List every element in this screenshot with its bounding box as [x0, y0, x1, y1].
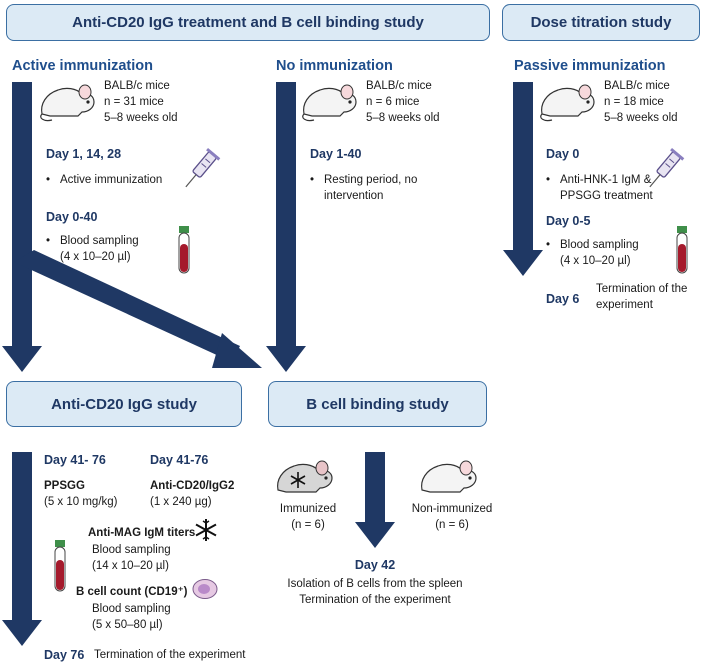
anti-cd20-study-title: Anti-CD20 IgG study	[51, 395, 197, 413]
passive-day-treatment: Day 0	[546, 147, 580, 161]
passive-termination-line2: experiment	[596, 299, 653, 311]
active-immunization-bullet: Active immunization	[46, 173, 162, 188]
mouse-icon	[40, 84, 95, 122]
passive-mice-strain: BALB/c mice	[604, 80, 670, 92]
blood-tube-icon	[54, 540, 66, 592]
none-day: Day 1-40	[310, 147, 362, 161]
bcell-day: Day 42	[354, 558, 396, 572]
antibody-icon	[195, 519, 217, 541]
passive-treatment-bullet: Anti-HNK-1 IgM &	[546, 173, 651, 188]
mouse-icon	[540, 84, 595, 122]
active-flow-arrow	[2, 82, 42, 372]
passive-termination-line1: Termination of the	[596, 283, 688, 295]
active-mice-strain: BALB/c mice	[104, 80, 170, 92]
passive-treatment-continuation: PPSGG treatment	[560, 190, 653, 202]
cd20-end-text: Termination of the experiment	[94, 649, 246, 661]
passive-flow-arrow	[503, 82, 543, 276]
cell-icon	[192, 579, 218, 599]
bcell-flow-arrow	[355, 452, 395, 548]
bcell-study-title: B cell binding study	[306, 395, 449, 413]
dose-study-header: Dose titration study	[502, 4, 700, 41]
dose-study-title: Dose titration study	[530, 14, 672, 31]
active-mice-age: 5–8 weeks old	[104, 112, 178, 124]
passive-sampling-volume: (4 x 10–20 µl)	[560, 255, 631, 267]
passive-immunization-title: Passive immunization	[514, 58, 666, 74]
blood-tube-icon	[676, 226, 688, 274]
cd20-day-left: Day 41- 76	[44, 453, 106, 467]
immunized-label: Immunized	[279, 503, 337, 515]
active-day-sampling: Day 0-40	[46, 210, 98, 224]
main-study-title: Anti-CD20 IgG treatment and B cell bindi…	[72, 14, 424, 31]
anti-mag-title: Anti-MAG IgM titers	[88, 527, 196, 539]
bcell-count-sampling: Blood sampling	[92, 603, 171, 615]
cd20-day-right: Day 41-76	[150, 453, 209, 467]
immunized-mouse-icon	[277, 460, 333, 493]
cd20-end-day: Day 76	[44, 648, 85, 662]
diagonal-flow-arrow	[14, 250, 262, 368]
passive-sampling-bullet: Blood sampling	[546, 238, 639, 253]
no-immunization-flow-arrow	[266, 82, 306, 372]
ppsgg-dose: (5 x 10 mg/kg)	[44, 496, 118, 508]
bcell-termination-text: Termination of the experiment	[299, 594, 451, 606]
passive-day-sampling: Day 0-5	[546, 214, 591, 228]
bcell-count-volume: (5 x 50–80 µl)	[92, 619, 163, 631]
active-immunization-title: Active immunization	[12, 58, 153, 74]
bcell-study-header: B cell binding study	[268, 381, 487, 427]
non-immunized-count: (n = 6)	[435, 519, 469, 531]
blood-tube-icon	[178, 226, 190, 274]
anti-cd20-dose: (1 x 240 µg)	[150, 496, 212, 508]
active-mice-count: n = 31 mice	[104, 96, 164, 108]
ppsgg-label: PPSGG	[44, 480, 85, 492]
none-mice-age: 5–8 weeks old	[366, 112, 440, 124]
anti-mag-volume: (14 x 10–20 µl)	[92, 560, 169, 572]
mouse-icon	[302, 84, 357, 122]
active-sampling-bullet: Blood sampling	[46, 234, 139, 249]
anti-cd20-flow-arrow	[2, 452, 42, 646]
main-study-header: Anti-CD20 IgG treatment and B cell bindi…	[6, 4, 490, 41]
non-immunized-mouse-icon	[421, 460, 477, 493]
passive-mice-age: 5–8 weeks old	[604, 112, 678, 124]
none-mice-strain: BALB/c mice	[366, 80, 432, 92]
none-resting-bullet: Resting period, no	[310, 173, 417, 188]
syringe-icon	[185, 148, 221, 188]
bcell-count-title: B cell count (CD19⁺)	[76, 586, 188, 598]
anti-mag-sampling: Blood sampling	[92, 544, 171, 556]
passive-day-termination: Day 6	[546, 292, 580, 306]
no-immunization-title: No immunization	[276, 58, 393, 74]
passive-mice-count: n = 18 mice	[604, 96, 664, 108]
syringe-icon	[649, 148, 685, 188]
immunized-count: (n = 6)	[291, 519, 325, 531]
none-resting-continuation: intervention	[324, 190, 384, 202]
none-mice-count: n = 6 mice	[366, 96, 420, 108]
anti-cd20-label: Anti-CD20/IgG2	[150, 480, 235, 492]
active-day-immunization: Day 1, 14, 28	[46, 147, 122, 161]
active-sampling-volume: (4 x 10–20 µl)	[60, 251, 131, 263]
non-immunized-label: Non-immunized	[411, 503, 493, 515]
bcell-isolation-text: Isolation of B cells from the spleen	[287, 578, 463, 590]
anti-cd20-study-header: Anti-CD20 IgG study	[6, 381, 242, 427]
